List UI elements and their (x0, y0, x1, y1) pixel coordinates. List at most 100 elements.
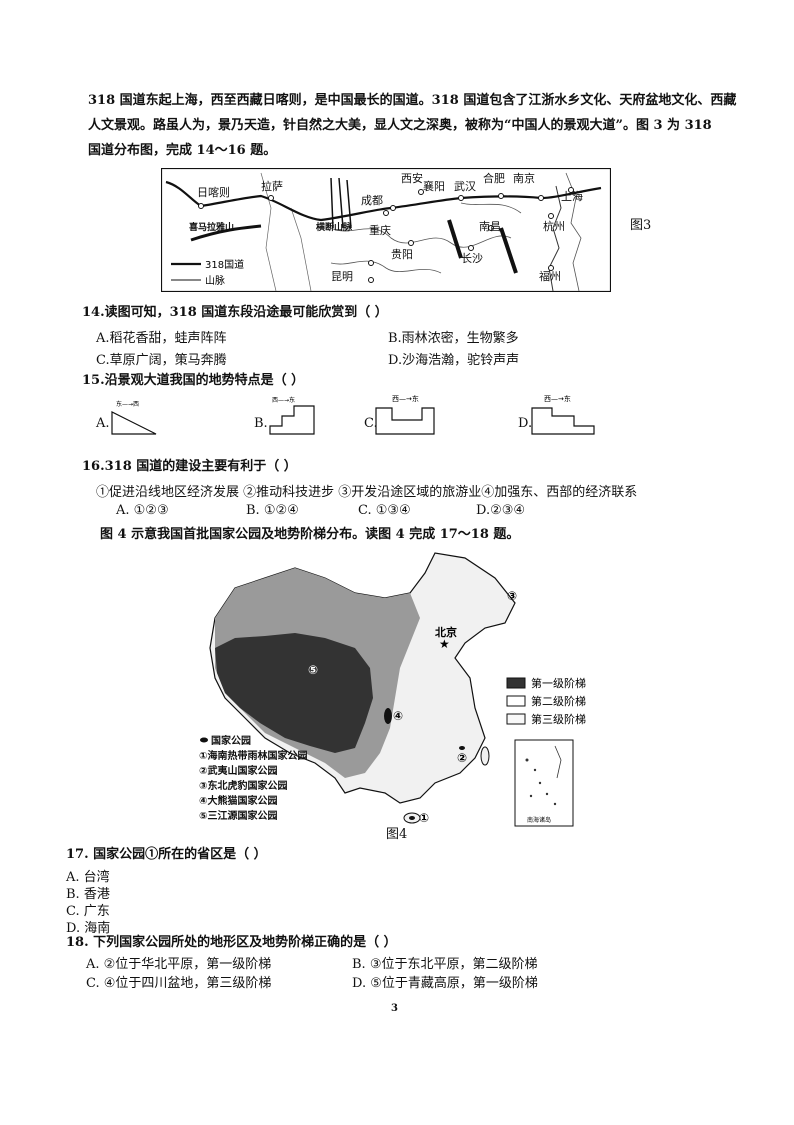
profile-d-svg: 西—→东 (531, 394, 595, 435)
q16-option-c[interactable]: C. ①③④ (358, 503, 411, 518)
q16-stem: 16.318 国道的建设主要有利于（ ） (82, 459, 297, 474)
profile-b-direction: 西—→东 (272, 396, 295, 404)
city-chengdu: 成都 (361, 194, 383, 207)
mountain-himalaya: 喜马拉雅山 (189, 221, 234, 233)
park-marker-1: ① (419, 811, 429, 825)
legend-step3-label: 第三级阶梯 (531, 712, 586, 726)
city-nanjing: 南京 (513, 171, 535, 185)
q15-stem: 15.沿景观大道我国的地势特点是（ ） (82, 373, 305, 388)
beijing-label: 北京 (435, 625, 457, 639)
park-marker-3: ③ (507, 589, 517, 603)
q15-option-a[interactable]: A. (96, 416, 110, 431)
park-legend-2: ②武夷山国家公园 (199, 764, 277, 777)
q16-option-d[interactable]: D.②③④ (476, 503, 526, 518)
wuyi-range (499, 227, 518, 274)
q17-option-d[interactable]: D. 海南 (66, 921, 111, 936)
q14-option-d[interactable]: D.沙海浩瀚，驼铃声声 (388, 353, 520, 368)
q18-option-a[interactable]: A. ②位于华北平原，第一级阶梯 (86, 957, 272, 972)
legend-step3-swatch (506, 713, 526, 725)
figure-4-map: ★ 北京 ① ② ③ ④ ⑤ 第一级阶梯 第二级阶梯 第三级阶梯 国家公园 ①海… (195, 548, 615, 840)
city-dots (198, 187, 574, 283)
q18-option-b[interactable]: B. ③位于东北平原，第二级阶梯 (352, 957, 538, 972)
q16-option-b[interactable]: B. ①②④ (246, 503, 299, 518)
taiwan-island (480, 746, 490, 766)
route-map-svg: 日喀则 拉萨 西安 襄阳 武汉 合肥 南京 上海 成都 重庆 南昌 杭州 长沙 … (160, 167, 612, 293)
city-shanghai: 上海 (561, 189, 583, 203)
legend-step1-label: 第一级阶梯 (531, 676, 586, 690)
first-step-region (215, 633, 373, 753)
park-marker-4: ④ (393, 709, 403, 723)
intro-line-2: 人文景观。路虽人为，景乃天造，针自然之大美，显人文之深奥，被称为“中国人的景观大… (88, 118, 712, 133)
river-2 (330, 260, 442, 274)
profile-c-svg: 西—→东 (375, 394, 435, 435)
city-changsha: 长沙 (461, 252, 483, 265)
beijing-star-icon: ★ (439, 637, 450, 651)
park-marker-5: ⑤ (308, 663, 318, 677)
china-map-svg: ★ 北京 ① ② ③ ④ ⑤ 第一级阶梯 第二级阶梯 第三级阶梯 国家公园 ①海… (199, 552, 586, 827)
boundary-2 (290, 207, 312, 292)
legend-step2-swatch (506, 695, 526, 707)
profile-a-direction: 东—→西 (116, 400, 139, 408)
profile-c-direction: 西—→东 (392, 394, 419, 403)
profile-a-svg: 东—→西 (111, 400, 157, 435)
city-hefei: 合肥 (483, 171, 505, 185)
q16-items: ①促进沿线地区经济发展 ②推动科技进步 ③开发沿途区域的旅游业④加强东、西部的经… (96, 485, 638, 500)
q14-option-b[interactable]: B.雨林浓密，生物繁多 (388, 331, 519, 346)
intro-line-3: 国道分布图，完成 14～16 题。 (88, 143, 277, 158)
q15-profile-b: 西—→东 (268, 394, 320, 438)
park-legend-4: ④大熊猫国家公园 (199, 794, 277, 807)
city-xian: 西安 (401, 171, 423, 185)
city-nanchang: 南昌 (479, 220, 501, 233)
south-sea-islands (525, 758, 557, 806)
q17-option-c[interactable]: C. 广东 (66, 904, 110, 919)
legend-step1-swatch (506, 677, 526, 689)
q18-option-c[interactable]: C. ④位于四川盆地，第三级阶梯 (86, 976, 272, 991)
river (330, 227, 512, 248)
park-4-dot (384, 708, 392, 724)
q17-option-b[interactable]: B. 香港 (66, 887, 110, 902)
q15-option-c[interactable]: C. (364, 416, 378, 431)
q14-option-a[interactable]: A.稻花香甜，蛙声阵阵 (96, 331, 227, 346)
city-kunming: 昆明 (331, 270, 353, 283)
q14-option-c[interactable]: C.草原广阔，策马奔腾 (96, 353, 227, 368)
q18-stem: 18. 下列国家公园所处的地形区及地势阶梯正确的是（ ） (66, 935, 397, 950)
figure-3-caption: 图3 (630, 218, 652, 233)
legend-step2-label: 第二级阶梯 (531, 694, 586, 708)
park-legend-icon (200, 737, 208, 743)
figure-4-caption: 图4 (386, 827, 408, 842)
inset-coast (554, 745, 562, 779)
park-legend-3: ③东北虎豹国家公园 (199, 779, 287, 792)
q17-option-a[interactable]: A. 台湾 (66, 870, 110, 885)
city-lhasa: 拉萨 (261, 179, 283, 193)
fig4-intro: 图 4 示意我国首批国家公园及地势阶梯分布。读图 4 完成 17～18 题。 (100, 527, 520, 542)
page-number: 3 (391, 1003, 398, 1014)
boundary (260, 172, 277, 292)
q15-option-b[interactable]: B. (254, 416, 268, 431)
inset-label: 南海诸岛 (527, 816, 551, 824)
q15-profile-c: 西—→东 (374, 392, 438, 438)
mountain-hengduan: 横断山脉 (316, 221, 353, 233)
south-sea-inset (514, 739, 574, 827)
park-legend-title: 国家公园 (211, 734, 251, 747)
q15-profile-d: 西—→东 (530, 392, 598, 438)
city-guiyang: 贵阳 (391, 248, 413, 261)
city-fuzhou: 福州 (539, 269, 561, 283)
q16-option-a[interactable]: A. ①②③ (116, 503, 169, 518)
q17-stem: 17. 国家公园①所在的省区是（ ） (66, 847, 267, 862)
route-318-line (165, 180, 602, 222)
luoxiao-range (447, 219, 463, 259)
q15-option-d[interactable]: D. (518, 416, 533, 431)
himalaya-range (190, 224, 262, 242)
q18-option-d[interactable]: D. ⑤位于青藏高原，第一级阶梯 (352, 976, 538, 991)
coastline (548, 185, 562, 292)
q14-stem: 14.读图可知，318 国道东段沿途最可能欣赏到（ ） (82, 305, 388, 320)
park-marker-2: ② (457, 751, 467, 765)
profile-b-svg: 西—→东 (269, 396, 315, 435)
figure-3-map: 日喀则 拉萨 西安 襄阳 武汉 合肥 南京 上海 成都 重庆 南昌 杭州 长沙 … (160, 167, 612, 293)
river-3 (460, 202, 522, 214)
park-1-dot (409, 816, 415, 820)
profile-d-direction: 西—→东 (544, 394, 571, 403)
city-xiangyang: 襄阳 (423, 179, 445, 193)
intro-line-1: 318 国道东起上海，西至西藏日喀则，是中国最长的国道。318 国道包含了江浙水… (88, 93, 737, 108)
park-2-dot (459, 746, 465, 750)
